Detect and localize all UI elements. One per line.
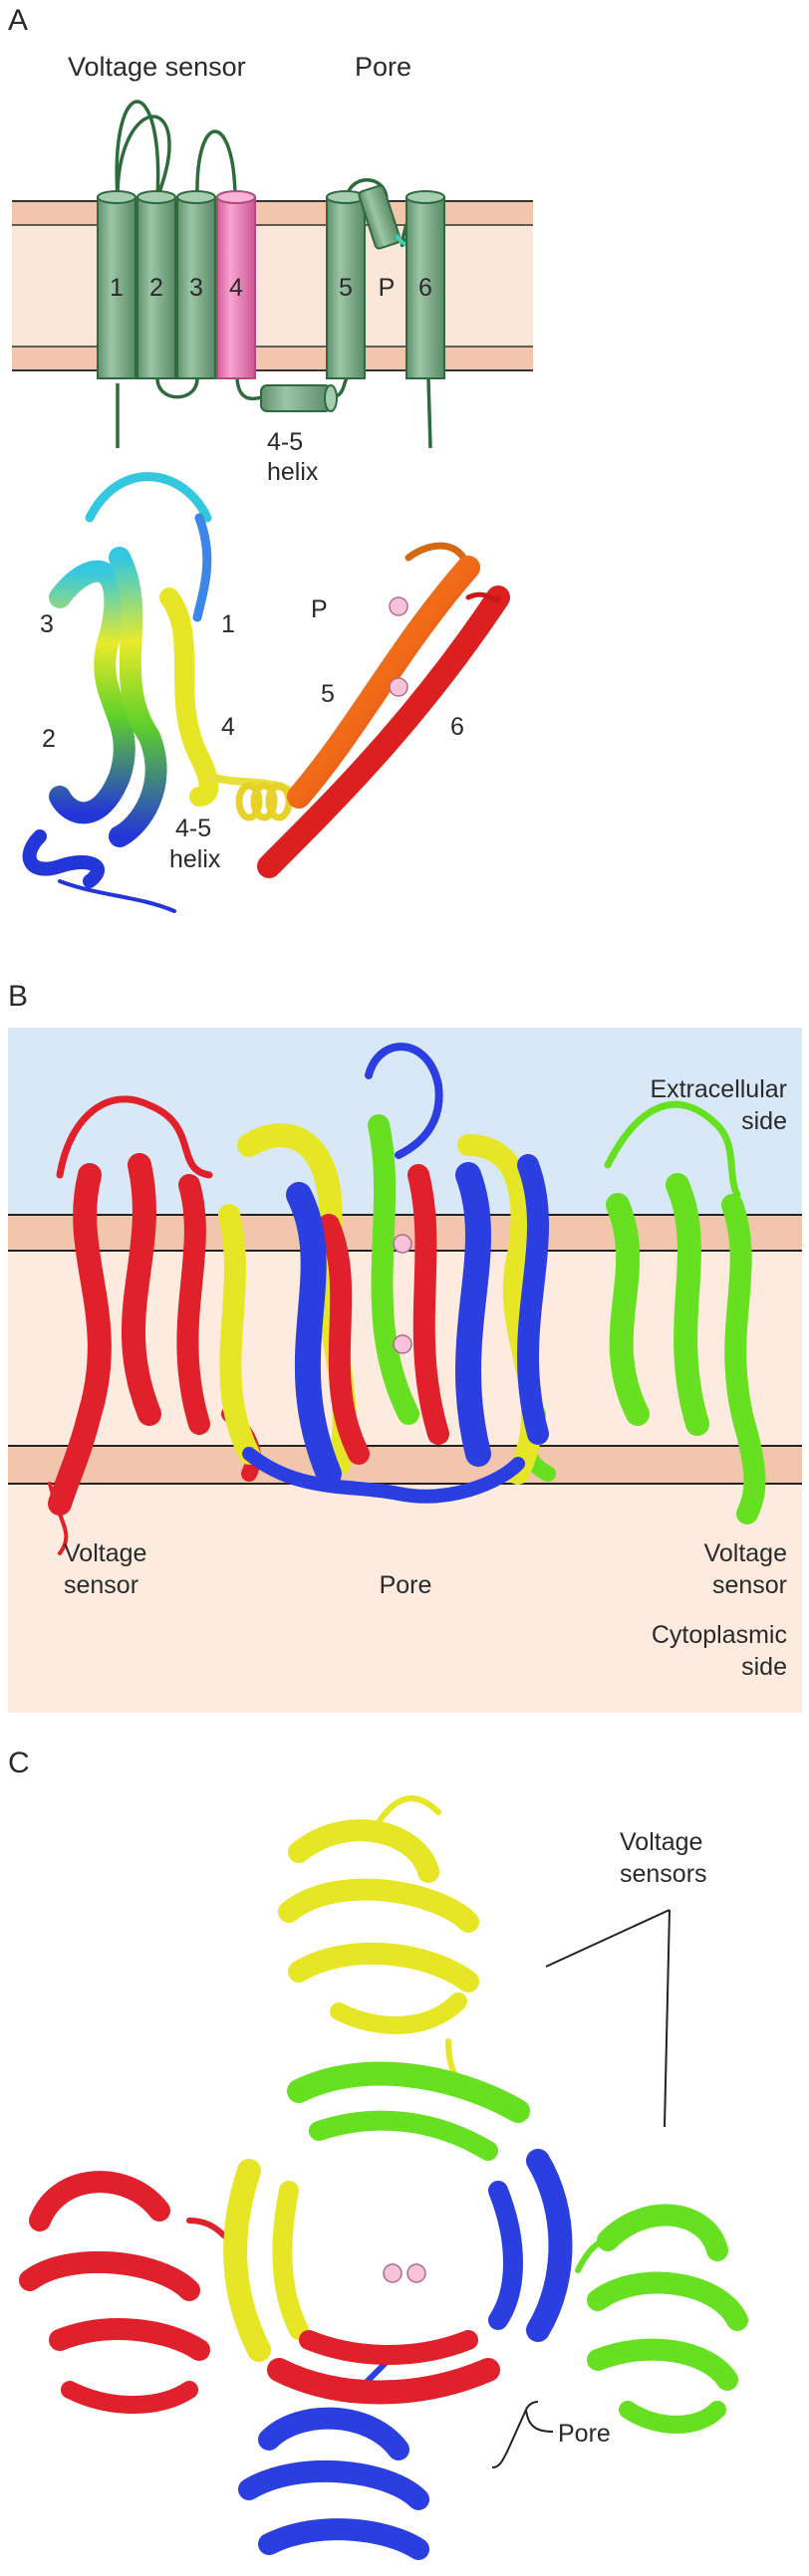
panel-c: C [8, 1747, 748, 2560]
right-voltage-sensor-label-line1: Voltage [704, 1539, 787, 1567]
central-pore-tetramer-ribbon [223, 2061, 573, 2405]
panel-a-letter: A [8, 4, 28, 37]
cytoplasmic-label-line2: side [741, 1653, 787, 1681]
segment-1-cylinder: 1 [97, 190, 136, 379]
segment-label: P [379, 274, 396, 302]
segment-label: 6 [418, 274, 432, 302]
structure-label-1: 1 [221, 610, 235, 638]
ion-sphere [389, 677, 408, 697]
helix-label-line2: helix [267, 458, 319, 486]
left-voltage-sensor-label-line2: sensor [64, 1571, 138, 1599]
segment-label: 1 [110, 274, 124, 302]
pore-label: Pore [355, 52, 411, 82]
panel-b-letter: B [8, 980, 28, 1013]
ion-sphere [393, 1334, 412, 1354]
structure-helix-label-line2: helix [169, 845, 221, 873]
central-pore-ribbon [218, 1043, 549, 1504]
helix-label-line1: 4-5 [267, 428, 303, 456]
segment-3-cylinder: 3 [176, 190, 216, 379]
panel-a: A Voltage sensor Pore [8, 4, 533, 913]
left-voltage-sensor-ribbon [48, 1095, 261, 1555]
ion-sphere [383, 2263, 403, 2283]
left-voltage-sensor-label-line1: Voltage [64, 1539, 146, 1567]
left-voltage-sensor-ribbon [19, 2171, 232, 2414]
ion-sphere [393, 1234, 412, 1254]
structure-label-4: 4 [221, 713, 235, 741]
right-voltage-sensor-ribbon [575, 2204, 748, 2434]
ion-sphere [389, 596, 408, 616]
segment-cylinders: 1 2 3 4 5 [97, 184, 445, 379]
segment-6-cylinder: 6 [405, 190, 445, 379]
voltage-sensor-label: Voltage sensor [68, 52, 246, 82]
voltage-sensor-ribbon [22, 472, 303, 913]
segment-4-cylinder: 4 [216, 190, 256, 379]
segment-label: 4 [229, 274, 243, 302]
structure-label-5: 5 [321, 680, 335, 708]
segment-label: 2 [149, 274, 163, 302]
cytoplasmic-label-line1: Cytoplasmic [652, 1621, 787, 1649]
extracellular-label-line2: side [741, 1107, 787, 1135]
voltage-sensors-label-line1: Voltage [620, 1828, 702, 1856]
structure-label-2: 2 [42, 725, 56, 753]
bottom-voltage-sensor-ribbon [238, 2357, 429, 2560]
right-voltage-sensor-label-line2: sensor [712, 1571, 787, 1599]
helix-4-5-cylinder [260, 384, 338, 412]
segment-2-cylinder: 2 [136, 190, 176, 379]
extracellular-label-line1: Extracellular [650, 1075, 787, 1103]
pore-label: Pore [380, 1571, 432, 1599]
structure-label-p: P [311, 595, 328, 623]
voltage-sensors-pointer-lines [545, 1909, 671, 2128]
pore-bracket [491, 2401, 554, 2468]
top-voltage-sensor-ribbon [278, 1795, 479, 2094]
segment-label: 3 [189, 274, 203, 302]
structure-helix-label-line1: 4-5 [175, 815, 211, 842]
segment-5-cylinder: 5 [326, 190, 366, 379]
pore-ribbon [257, 542, 510, 878]
segment-label: 5 [339, 274, 353, 302]
ion-sphere [406, 2263, 426, 2283]
panel-b: B [8, 980, 802, 1713]
subunit-ribbon-structure: 3 1 2 4 P 5 6 4-5 helix [22, 472, 510, 913]
voltage-sensors-label-line2: sensors [620, 1860, 707, 1888]
structure-label-6: 6 [450, 713, 464, 741]
panel-c-letter: C [8, 1747, 30, 1779]
structure-label-3: 3 [40, 610, 54, 638]
membrane-schematic [12, 200, 533, 371]
pore-label: Pore [558, 2420, 611, 2448]
